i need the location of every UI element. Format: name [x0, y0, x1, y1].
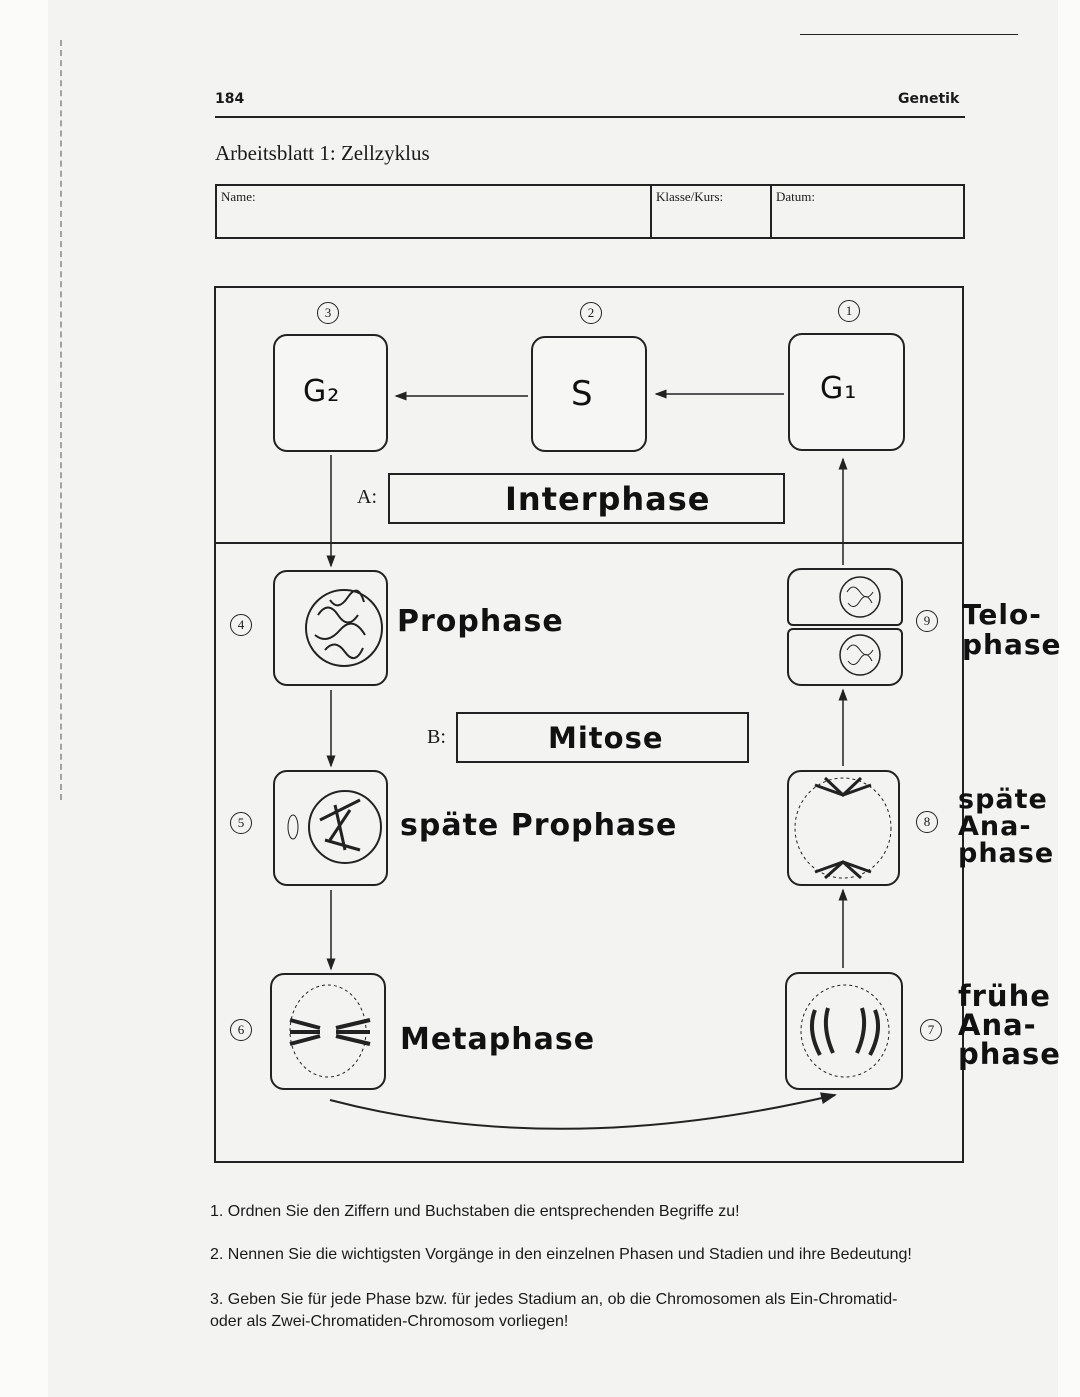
number-6: 6: [230, 1019, 252, 1041]
question-3: 3. Geben Sie für jede Phase bzw. für jed…: [210, 1291, 898, 1308]
divider: [650, 186, 652, 237]
name-label: Name:: [221, 189, 256, 204]
early-anaphase-cell-drawing: [800, 984, 890, 1078]
s-phase-box: S: [531, 336, 647, 452]
answer-a-value: Interphase: [505, 480, 711, 518]
top-rule: [800, 34, 1018, 35]
metaphase-box: [270, 973, 386, 1090]
answer-b-value: Mitose: [548, 721, 664, 755]
number-3: 3: [317, 302, 339, 324]
chapter-title: Genetik: [898, 91, 960, 107]
label-8-late-anaphase: späte Ana- phase: [958, 786, 1054, 867]
number-8: 8: [916, 811, 938, 833]
page-number: 184: [215, 91, 245, 107]
question-2: 2. Nennen Sie die wichtigsten Vorgänge i…: [210, 1246, 912, 1263]
late-anaphase-cell-drawing: [794, 776, 892, 880]
label-5-late-prophase: späte Prophase: [400, 808, 678, 843]
label-line: phase: [958, 1037, 1061, 1071]
early-anaphase-box: [785, 972, 903, 1090]
s-label: S: [571, 374, 594, 414]
g2-phase-box: G₂: [273, 334, 388, 452]
worksheet-title: Arbeitsblatt 1: Zellzyklus: [215, 141, 430, 165]
label-line: späte: [958, 784, 1048, 815]
telophase-box-top: [787, 568, 903, 626]
number-2: 2: [580, 302, 602, 324]
prophase-cell-drawing: [305, 589, 383, 667]
answer-b-field[interactable]: Mitose: [456, 712, 749, 763]
binding-edge: [60, 40, 90, 800]
cell-cycle-diagram: [214, 286, 964, 1163]
number-1: 1: [838, 300, 860, 322]
label-9-telophase: Telo- phase: [962, 600, 1062, 660]
late-anaphase-box: [787, 770, 900, 886]
divider: [770, 186, 772, 237]
label-line: Telo-: [962, 598, 1042, 631]
question-3-continued: oder als Zwei-Chromatiden-Chromosom vorl…: [210, 1313, 569, 1330]
number-4: 4: [230, 614, 252, 636]
label-4-prophase: Prophase: [397, 604, 564, 639]
number-7: 7: [920, 1019, 942, 1041]
number-5: 5: [230, 812, 252, 834]
student-info-form: Name: Klasse/Kurs: Datum:: [215, 184, 965, 239]
g2-label: G₂: [303, 374, 341, 409]
label-7-early-anaphase: frühe Ana- phase: [958, 982, 1061, 1069]
telophase-cell-drawing: [839, 576, 881, 676]
telophase-box-bottom: [787, 628, 903, 686]
prophase-box: [273, 570, 388, 686]
answer-a-label: A:: [357, 486, 377, 508]
label-line: Ana-: [958, 1008, 1037, 1042]
label-line: phase: [958, 838, 1055, 869]
class-label: Klasse/Kurs:: [656, 189, 724, 204]
late-prophase-box: [273, 770, 388, 886]
g1-label: G₁: [820, 371, 858, 406]
number-9: 9: [916, 610, 938, 632]
label-line: Ana-: [958, 811, 1032, 842]
header-rule: [215, 116, 965, 118]
answer-a-field[interactable]: Interphase: [388, 473, 785, 524]
label-line: frühe: [958, 979, 1051, 1013]
date-label: Datum:: [776, 189, 815, 204]
g1-phase-box: G₁: [788, 333, 905, 451]
metaphase-cell-drawing: [289, 984, 371, 1078]
question-1: 1. Ordnen Sie den Ziffern und Buchstaben…: [210, 1203, 740, 1220]
answer-b-label: B:: [427, 726, 446, 748]
interphase-mitosis-divider: [214, 542, 964, 544]
late-prophase-cell-drawing: [287, 790, 382, 864]
arrow-metaphase-to-anaphase: [329, 1092, 837, 1130]
label-6-metaphase: Metaphase: [400, 1022, 596, 1057]
label-line: phase: [962, 628, 1062, 661]
